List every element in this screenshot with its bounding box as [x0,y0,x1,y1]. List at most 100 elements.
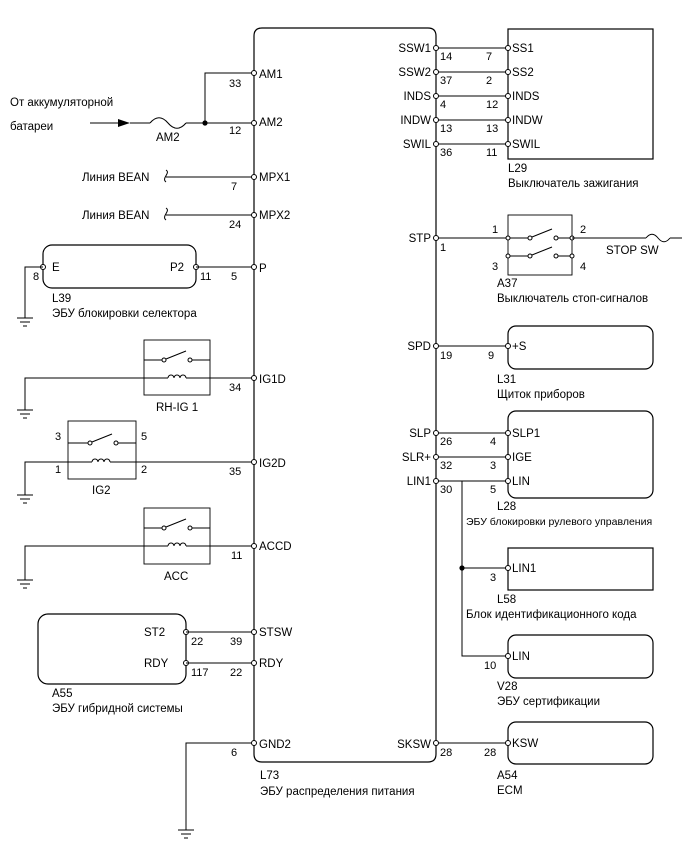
fuse-am2-icon [149,117,187,129]
ig2-pin-5: 5 [141,431,147,443]
pin-label-spd: SPD [407,341,431,353]
relay-ig1-name: RH-IG 1 [156,402,198,414]
pin-label-accd: ACCD [259,541,292,553]
relay-switch-icon [68,433,136,446]
l28-pin-num: 5 [490,484,496,496]
relay-acc-name: ACC [164,571,188,583]
fuse-am2-label: AM2 [156,132,180,144]
l31-pin: +S [512,341,527,353]
l39-pin-e-num: 8 [33,271,39,283]
relay-rh-ig1: RH-IG 1 34 [17,339,257,419]
l29-pin-num: 11 [486,147,497,159]
fuse-stop-icon [645,233,671,243]
a55-name: ЭБУ гибридной системы [52,703,183,715]
l29-pin-name: SS2 [512,67,534,79]
pin-num-stp: 1 [440,242,446,254]
pin-label-gnd2: GND2 [259,739,291,751]
gnd2-wire: 6 [178,740,257,839]
l28-pin-name: SLP1 [512,428,540,440]
pin-label-mpx1: MPX1 [259,172,290,184]
a54-name: ECM [497,785,523,797]
pin-num-lin1: 30 [440,484,452,496]
l31-name: Щиток приборов [497,389,585,401]
pin-num-ig1d: 34 [229,382,241,394]
pin-label-am2: AM2 [259,117,283,129]
main-left-pin-labels: AM1 AM2 MPX1 MPX2 P IG1D IG2D ACCD STSW … [259,69,292,751]
ig2-pin-3: 3 [55,431,61,443]
a37-name: Выключатель стоп-сигналов [497,293,648,305]
v28-pin: LIN [512,651,530,663]
pin-label-ssw2: SSW2 [398,67,431,79]
pin-num-mpx1: 7 [231,181,237,193]
l28-pin-name: LIN [512,476,530,488]
switch-icon [505,246,575,259]
component-a54: 28 KSW 28 A54 ECM [433,721,654,797]
main-ecu-l73: L73 ЭБУ распределения питания [253,27,437,798]
l39-name: ЭБУ блокировки селектора [52,308,197,320]
pin-num-ssw1: 14 [440,51,452,63]
l28-main-pin-nums: 26 32 30 [440,436,452,496]
pin-label-ssw1: SSW1 [398,43,431,55]
pin-label-slr: SLR+ [402,452,431,464]
bean-lines: Линия BEAN 7 Линия BEAN 24 [82,169,257,231]
v28-pin-num: 10 [484,660,496,672]
l31-code: L31 [497,374,516,386]
l29-pin-name: INDW [512,115,543,127]
pin-num-indw: 13 [440,123,452,135]
l29-pin-num: 2 [486,75,492,87]
component-a55: ST2 RDY 22 117 39 22 A55 ЭБУ гибридной с… [37,613,257,715]
a37-pin-1: 1 [492,224,498,236]
relay-acc: ACC 11 [17,507,257,589]
pin-num-mpx2: 24 [229,219,241,231]
relay-coil-icon [144,542,254,547]
pin-num-spd: 19 [440,350,452,362]
pin-num-am1: 33 [229,78,241,90]
component-v28: LIN 10 V28 ЭБУ сертификации [484,634,654,708]
pin-num-inds: 4 [440,99,446,111]
relay-switch-icon [144,518,210,531]
a55-code: A55 [52,688,72,700]
pin-num-p: 5 [231,271,237,283]
pin-label-ig2d: IG2D [259,458,286,470]
l29-code: L29 [508,163,527,175]
pin-label-indw: INDW [400,115,431,127]
a37-pin-3: 3 [492,261,498,273]
relay-ig2-name: IG2 [92,485,111,497]
l29-pin-num: 7 [486,51,492,63]
pin-label-inds: INDS [404,91,432,103]
l28-pin-name: IGE [512,452,532,464]
pin-num-slr: 32 [440,460,452,472]
ground-icon [178,829,194,839]
pin-label-stp: STP [409,233,432,245]
a55-pin-st2: ST2 [144,627,165,639]
a54-code: A54 [497,770,518,782]
ground-icon [17,579,33,589]
relay-ig2: 3 5 1 2 IG2 35 [17,420,257,504]
l29-pin-num: 13 [486,123,498,135]
relay-coil-icon [144,374,254,379]
l58-code: L58 [497,594,516,606]
switch-icon [505,228,575,241]
v28-code: V28 [497,681,517,693]
l29-pin-name: INDS [512,91,540,103]
battery-label-line1: От аккумуляторной [10,97,113,109]
pin-label-rdy: RDY [259,658,284,670]
ground-icon [17,317,33,327]
component-l39: E P2 8 11 5 L39 ЭБУ блокировки селектора [17,244,257,327]
pin-num-stsw: 39 [230,636,242,648]
l39-pin-p2-num: 11 [200,271,211,283]
l39-code: L39 [52,293,71,305]
ground-icon [17,494,33,504]
a54-pin-num: 28 [484,747,496,759]
l39-pin-e: E [52,262,60,274]
l28-name: ЭБУ блокировки рулевого управления [466,516,652,528]
relay-coil-icon [68,458,136,463]
pin-num-am2: 12 [229,125,241,137]
pin-label-am1: AM1 [259,69,283,81]
a37-stop-sw-label: STOP SW [606,245,659,257]
a55-pin-rdy-num: 117 [191,667,209,679]
ground-icon [17,409,33,419]
l29-name: Выключатель зажигания [508,178,639,190]
v28-name: ЭБУ сертификации [497,696,600,708]
